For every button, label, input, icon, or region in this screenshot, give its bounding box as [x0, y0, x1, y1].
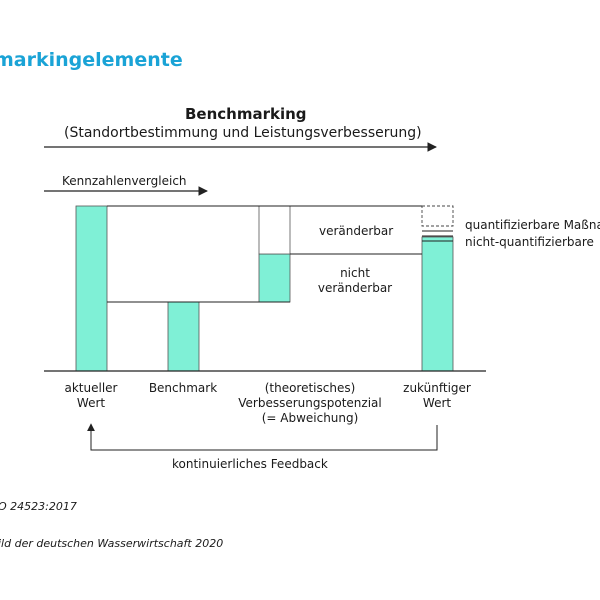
diagram-title: Benchmarking	[185, 105, 307, 123]
feedback-arrow	[87, 423, 438, 451]
region-not-changeable-label: nicht veränderbar	[317, 266, 393, 295]
source-note: O 24523:2017	[0, 500, 77, 513]
feedback-label: kontinuierliches Feedback	[172, 457, 328, 471]
reference-note: ild der deutschen Wasserwirtschaft 2020	[0, 537, 224, 550]
kennzahlenvergleich-label: Kennzahlenvergleich	[62, 174, 187, 188]
bar-benchmark	[167, 301, 200, 372]
region-changeable-label: veränderbar	[319, 224, 394, 238]
bar-verbesserungspotenzial-fill	[258, 253, 291, 303]
bar-label-aktueller-wert: aktueller Wert	[64, 381, 118, 410]
legend-not-quantifiable: nicht-quantifizierbare	[465, 235, 594, 249]
bar-label-zukuenftiger-wert: zukünftiger Wert	[403, 381, 471, 410]
bar-verbesserungspotenzial-empty	[258, 205, 291, 255]
bar-label-benchmark: Benchmark	[148, 381, 218, 395]
diagram-subtitle: (Standortbestimmung und Leistungsverbess…	[64, 125, 422, 141]
bar-label-verbesserungspotenzial: (theoretisches) Verbesserungspotenzial (…	[238, 381, 382, 425]
bar-zukuenftiger-wert	[421, 236, 454, 372]
bar-aktueller-wert	[75, 205, 108, 372]
legend-quantifiable: quantifizierbare Maßna	[465, 218, 600, 232]
quantifiable-measures-box	[421, 205, 454, 227]
page-heading: markingelemente	[0, 49, 183, 71]
